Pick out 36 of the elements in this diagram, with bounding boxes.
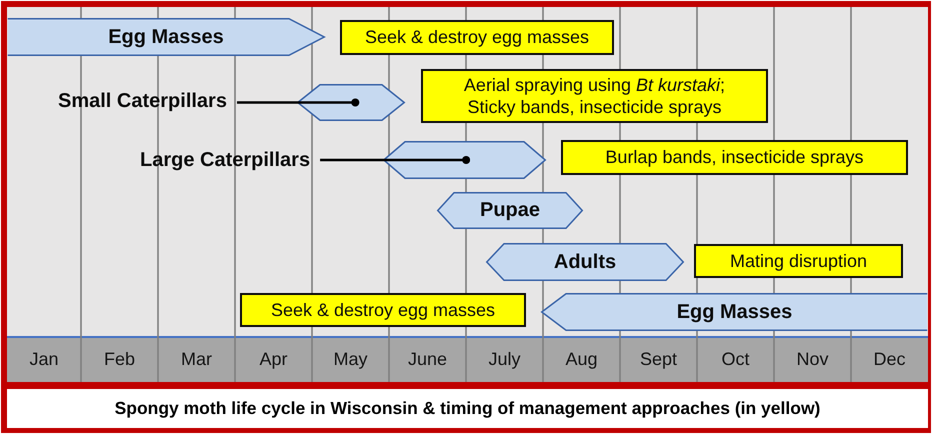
stage-label: Pupae xyxy=(480,199,540,222)
note-text: Mating disruption xyxy=(730,250,868,272)
management-note xyxy=(340,20,614,55)
stage-hexagon xyxy=(486,243,684,281)
stage-label: Adults xyxy=(554,250,616,274)
stage-label: Egg Masses xyxy=(676,300,792,324)
month-label: Apr xyxy=(259,350,288,370)
stage-arrow xyxy=(541,293,928,331)
month-label: Feb xyxy=(104,350,136,370)
leader-line xyxy=(236,98,360,106)
stage-label: Small Caterpillars xyxy=(58,90,227,113)
month-label: Aug xyxy=(565,350,598,370)
note-text: Aerial spraying using Bt kurstaki; xyxy=(464,74,726,96)
management-note xyxy=(421,69,768,123)
note-text: Seek & destroy egg masses xyxy=(270,298,496,322)
month-label: Dec xyxy=(873,350,906,370)
caption: Spongy moth life cycle in Wisconsin & timing of management approaches (in yellow) xyxy=(114,398,820,419)
leader-line xyxy=(320,156,470,164)
stage-arrow xyxy=(7,18,325,56)
stage-label: Large Caterpillars xyxy=(140,149,310,172)
note-text: Burlap bands, insecticide sprays xyxy=(605,146,864,169)
month-label: Nov xyxy=(796,350,828,370)
month-label: July xyxy=(488,350,520,370)
month-label: Sept xyxy=(640,350,678,370)
stage-label: Egg Masses xyxy=(108,26,224,48)
note-text: Sticky bands, insecticide sprays xyxy=(467,96,722,118)
month-label: Oct xyxy=(721,350,750,370)
month-label: June xyxy=(408,350,448,370)
month-label: May xyxy=(333,350,368,370)
month-label: Mar xyxy=(181,350,212,370)
month-label: Jan xyxy=(29,350,59,370)
management-note xyxy=(240,293,526,327)
note-text: Seek & destroy egg masses xyxy=(364,26,590,49)
management-note xyxy=(694,244,903,278)
stage-hexagon xyxy=(297,84,405,121)
management-note xyxy=(561,140,908,175)
